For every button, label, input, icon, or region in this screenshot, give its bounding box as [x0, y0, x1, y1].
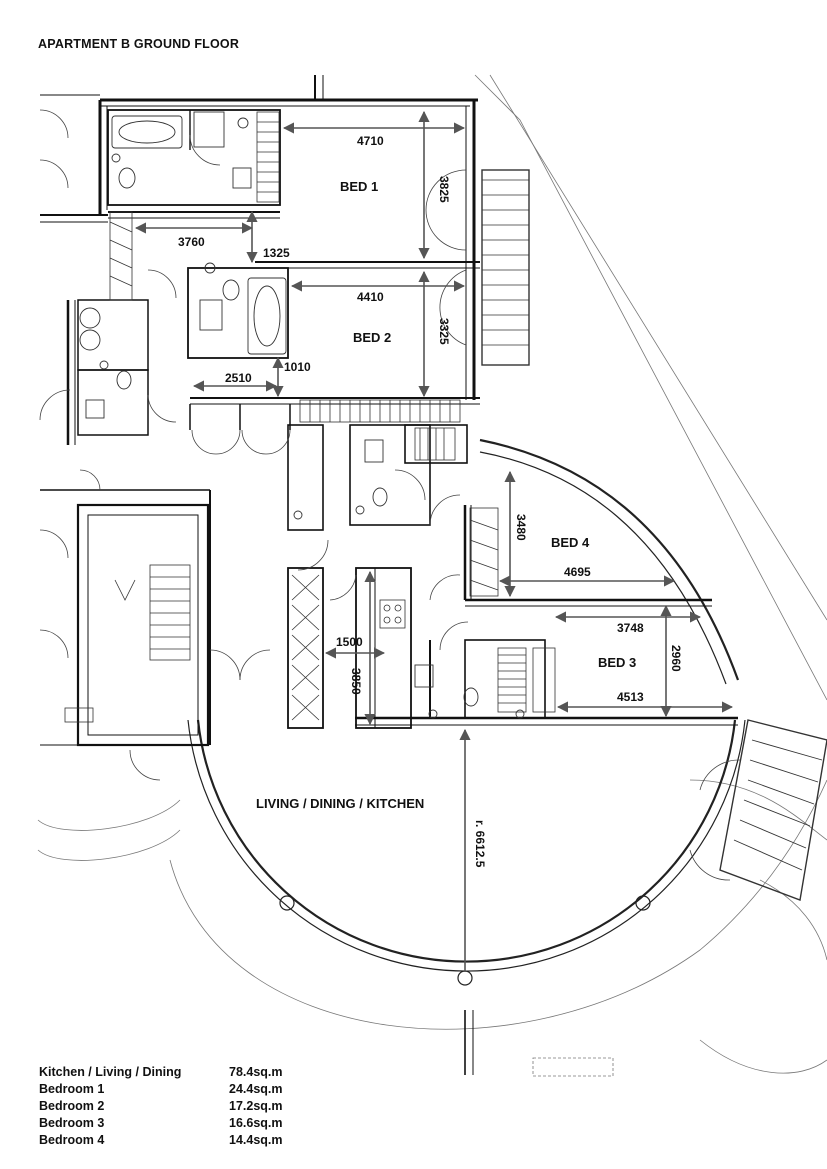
schedule-row: Kitchen / Living / Dining 78.4sq.m — [39, 1064, 319, 1081]
schedule-area: 16.6sq.m — [229, 1116, 283, 1130]
schedule-area: 17.2sq.m — [229, 1099, 283, 1113]
dimension-label: 3825 — [437, 176, 451, 203]
schedule-area: 24.4sq.m — [229, 1082, 283, 1096]
dimension-label: 3760 — [178, 235, 205, 249]
dimension-label: 4710 — [357, 134, 384, 148]
dimension-label: 4513 — [617, 690, 644, 704]
room-label-living: LIVING / DINING / KITCHEN — [256, 796, 424, 811]
terrace-upper — [481, 169, 530, 366]
dimension-label: 3325 — [437, 318, 451, 345]
staircase — [64, 564, 191, 723]
walls — [40, 75, 738, 1075]
terrace-lower — [719, 719, 827, 901]
schedule-room: Bedroom 1 — [39, 1082, 105, 1096]
dimension-label: 4410 — [357, 290, 384, 304]
sanitary-fittings — [79, 111, 525, 719]
schedule-room: Bedroom 2 — [39, 1099, 105, 1113]
schedule-room: Bedroom 4 — [39, 1133, 105, 1147]
schedule-row: Bedroom 1 24.4sq.m — [39, 1081, 319, 1098]
schedule-area: 78.4sq.m — [229, 1065, 283, 1079]
room-label-bed1: BED 1 — [340, 179, 378, 194]
dimension-label: 3480 — [514, 514, 528, 541]
dimension-label: 4695 — [564, 565, 591, 579]
area-schedule: Kitchen / Living / Dining 78.4sq.m Bedro… — [39, 1064, 319, 1149]
dimension-label: 3748 — [617, 621, 644, 635]
schedule-row: Bedroom 2 17.2sq.m — [39, 1098, 319, 1115]
schedule-row: Bedroom 4 14.4sq.m — [39, 1132, 319, 1149]
schedule-room: Bedroom 3 — [39, 1116, 105, 1130]
schedule-row: Bedroom 3 16.6sq.m — [39, 1115, 319, 1132]
curved-living-wall — [187, 438, 746, 972]
room-label-bed2: BED 2 — [353, 330, 391, 345]
plan-title: APARTMENT B GROUND FLOOR — [38, 37, 240, 51]
radius-label: r. 6612.5 — [473, 820, 487, 868]
dimension-label: 2510 — [225, 371, 252, 385]
wardrobes — [109, 111, 556, 713]
dimension-label: 1500 — [336, 635, 363, 649]
room-label-bed3: BED 3 — [598, 655, 636, 670]
kitchen-tall-units — [291, 574, 406, 721]
dimension-label: 2960 — [669, 645, 683, 672]
schedule-room: Kitchen / Living / Dining — [39, 1065, 182, 1079]
room-label-bed4: BED 4 — [551, 535, 590, 550]
dimension-label: 1325 — [263, 246, 290, 260]
dimension-lines — [134, 110, 734, 972]
dimension-label: 3850 — [349, 668, 363, 695]
schedule-area: 14.4sq.m — [229, 1133, 283, 1147]
site-lines — [37, 74, 827, 1077]
doors — [39, 109, 741, 881]
dimension-label: 1010 — [284, 360, 311, 374]
